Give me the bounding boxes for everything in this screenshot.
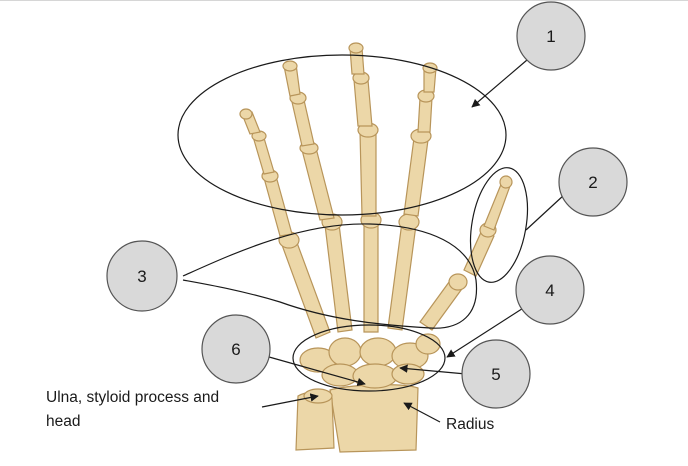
callout-5: 5 — [491, 365, 500, 384]
leader-ulna — [261, 393, 319, 408]
grouping-outlines — [177, 54, 529, 392]
leader-4 — [446, 304, 529, 358]
thumb-outline — [469, 167, 529, 283]
leader-lines — [261, 59, 565, 423]
leader-5 — [399, 364, 467, 375]
metacarpals-outline — [182, 223, 478, 329]
phalanges-outline — [177, 54, 507, 216]
callout-2: 2 — [588, 173, 597, 192]
middle-finger-phalanges — [348, 42, 379, 217]
callout-4: 4 — [545, 281, 554, 300]
callout-2-circle — [558, 147, 628, 217]
radius-label: Radius — [446, 416, 494, 433]
carpals-outline — [292, 324, 446, 392]
carpal-bones — [299, 333, 441, 389]
top-border — [0, 0, 688, 1]
ulna-label-line2: head — [46, 413, 80, 430]
callout-1: 1 — [546, 27, 555, 46]
callout-3: 3 — [137, 267, 146, 286]
callout-4-circle — [515, 255, 585, 325]
thumb-phalanges — [463, 175, 513, 277]
ulna-label-line1: Ulna, styloid process and — [46, 389, 219, 406]
leader-1 — [471, 59, 528, 108]
little-finger-phalanges — [239, 108, 293, 237]
leader-2 — [525, 194, 565, 231]
callout-6-circle — [201, 314, 271, 384]
callout-circles — [106, 1, 628, 409]
leader-6 — [261, 354, 366, 386]
callout-3-circle — [106, 240, 178, 312]
callout-1-circle — [516, 1, 586, 71]
index-finger-phalanges — [403, 62, 438, 217]
callout-6: 6 — [231, 340, 240, 359]
radius-bone — [329, 384, 419, 453]
callout-5-circle — [461, 339, 531, 409]
ring-finger-phalanges — [282, 60, 335, 221]
leader-radius — [403, 402, 441, 423]
